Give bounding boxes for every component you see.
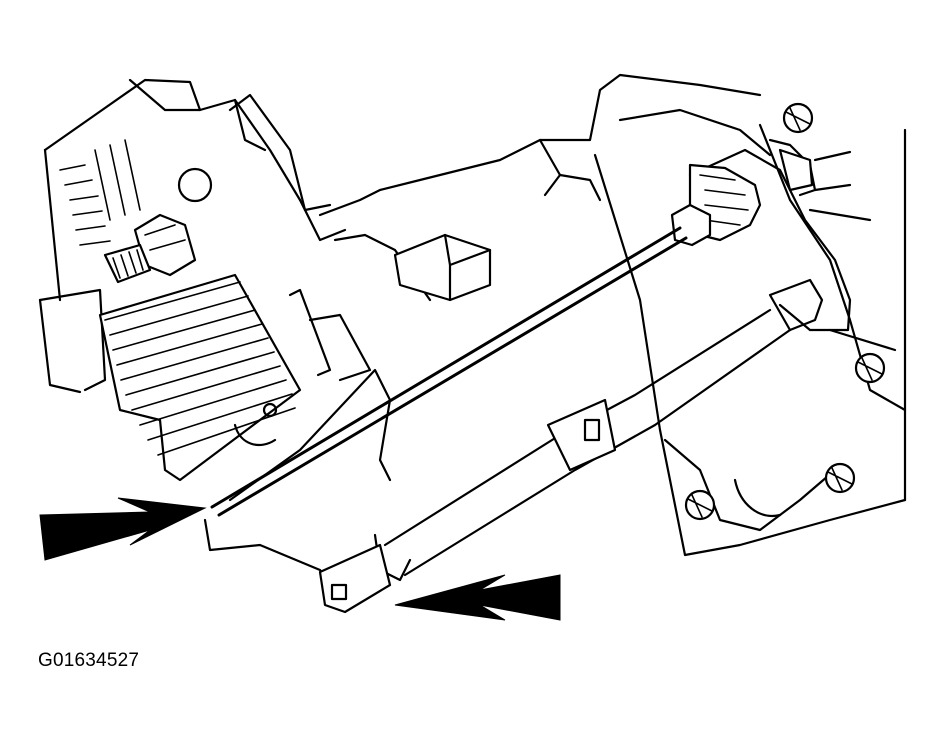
engine-upper-center: [318, 138, 602, 302]
figure-code: G01634527: [38, 650, 140, 671]
bolt-icon: [824, 462, 856, 494]
transmission-housing: [538, 73, 907, 557]
bolt-icon: [782, 102, 814, 134]
guide-tube: [383, 278, 824, 577]
oil-pan: [203, 288, 412, 614]
arrow-pointer-icon: [394, 574, 561, 621]
dipstick-rod: [210, 226, 688, 517]
engine-block-outline: [38, 78, 347, 394]
tube-bracket: [688, 138, 852, 332]
dipstick-handle: [670, 163, 762, 247]
bolt-icon: [684, 489, 716, 521]
bolt-icon: [854, 352, 886, 384]
oil-filter: [98, 273, 302, 482]
arrow-pointer-icon: [39, 497, 207, 561]
bolt-icon: [103, 213, 197, 284]
